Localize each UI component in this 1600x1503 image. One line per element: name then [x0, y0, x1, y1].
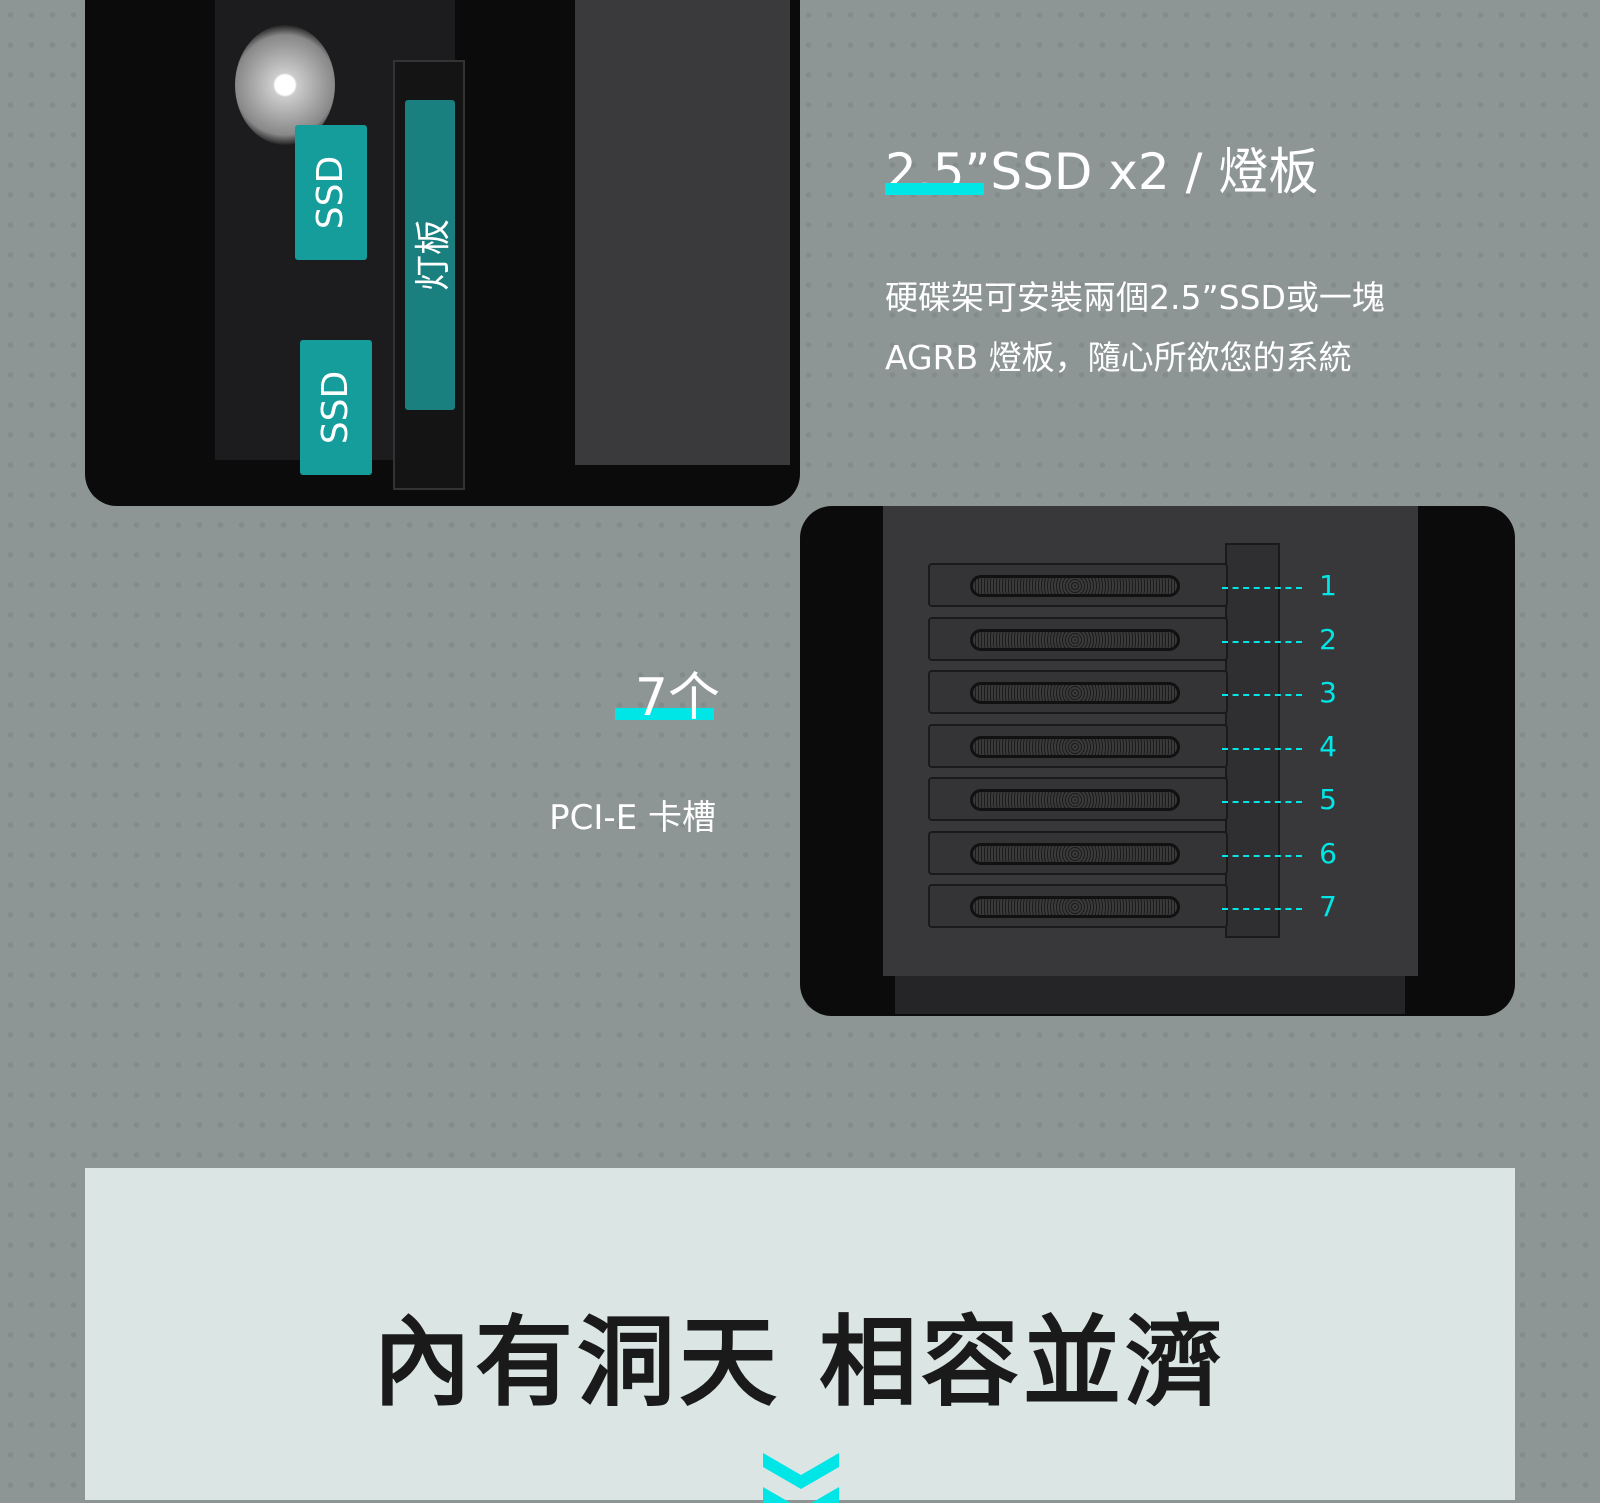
slot-leader-line	[1222, 801, 1302, 803]
slot-number: 4	[1319, 729, 1337, 763]
slot-number: 3	[1319, 676, 1337, 709]
pcie-label: PCI-E 卡槽	[549, 798, 716, 838]
pcie-count: 7个	[634, 668, 720, 728]
case-base	[895, 976, 1405, 1014]
banner-panel: 內有洞天 相容並濟	[85, 1168, 1515, 1503]
slot-leader-line	[1222, 587, 1302, 589]
ssd-top: SSD	[295, 125, 367, 260]
slot-number: 7	[1319, 890, 1337, 923]
chevron-down-icon	[763, 1453, 839, 1503]
ssd-bottom: SSD	[300, 340, 372, 475]
pcie-slot-cover	[928, 777, 1228, 821]
light-panel: 灯板	[405, 100, 455, 410]
ssd-description: 硬碟架可安裝兩個2.5”SSD或一塊 AGRB 燈板，隨心所欲您的系統	[885, 278, 1385, 377]
slot-number: 5	[1319, 783, 1337, 816]
pcie-slot-cover	[928, 616, 1228, 661]
pcie-slot-cover	[928, 830, 1228, 875]
pcie-slot-cover	[928, 670, 1228, 714]
count-underline	[615, 708, 714, 720]
slot-bracket	[1225, 543, 1280, 938]
pcie-slot-cover	[928, 723, 1228, 768]
title-underline	[885, 183, 984, 195]
slot-number: 6	[1319, 836, 1337, 870]
slot-leader-line	[1222, 908, 1302, 910]
slot-leader-line	[1222, 747, 1302, 750]
slot-leader-line	[1222, 640, 1302, 643]
slot-number: 2	[1319, 622, 1337, 656]
banner-title: 內有洞天 相容並濟	[372, 1306, 1228, 1420]
pcie-slot-cover	[928, 884, 1228, 928]
slot-number: 1	[1319, 569, 1337, 602]
slot-leader-line	[1222, 694, 1302, 696]
ssd-light-panel-image: SSD SSD 灯板	[85, 0, 800, 506]
slot-leader-line	[1222, 854, 1302, 857]
case-side-panel	[575, 0, 790, 465]
pcie-slot-cover	[928, 563, 1228, 607]
